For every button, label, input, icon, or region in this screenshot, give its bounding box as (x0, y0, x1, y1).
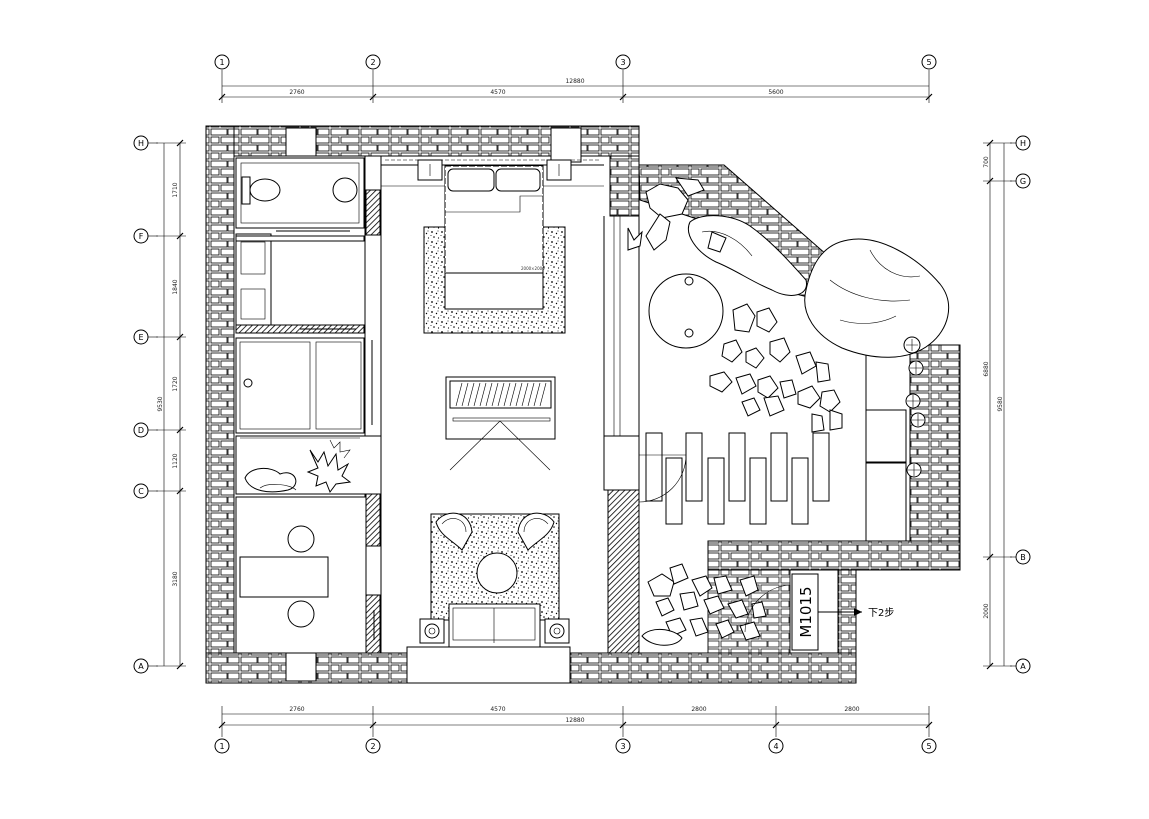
grid-bubble-H-right: H (1015, 135, 1031, 151)
grid-bubble-F-left: F (133, 228, 149, 244)
bed-tag: 2000×2000 (521, 266, 545, 271)
grid-bubble-A-right: A (1015, 658, 1031, 674)
dim-bottom-2: 4570 (490, 706, 505, 713)
armchair-right (517, 512, 555, 551)
interior-walls (364, 155, 640, 654)
round-table (648, 273, 724, 349)
courtyard: M1015 下2步 (627, 165, 950, 653)
grid-bubble-1-bottom: 1 (214, 738, 230, 754)
svg-text:H: H (1020, 139, 1026, 148)
dim-right-total: 9580 (997, 396, 1004, 411)
dim-right-3: 2000 (983, 603, 990, 618)
dimension-labels: 2760 4570 5600 12880 2760 4570 2800 2800… (157, 78, 1004, 724)
dimension-lines (148, 70, 1016, 737)
toilet-fixture (241, 176, 281, 205)
grid-bubble-C-left: C (133, 483, 149, 499)
svg-text:2: 2 (370, 58, 375, 67)
svg-text:F: F (139, 232, 144, 241)
grid-bubble-D-left: D (133, 422, 149, 438)
dim-right-1: 700 (983, 156, 990, 168)
side-lamp-right (544, 618, 570, 644)
daybed-bottom (865, 462, 907, 542)
grid-bubble-3-top: 3 (615, 54, 631, 70)
dim-left-2: 1840 (172, 279, 179, 294)
entry-garden-rocks (641, 563, 767, 646)
tv-console (445, 376, 556, 471)
bathroom-wing (233, 155, 382, 654)
grid-bubble-4-bottom: 4 (768, 738, 784, 754)
dim-bottom-4: 2800 (844, 706, 859, 713)
floor-drain (332, 177, 358, 203)
side-lamp-left (419, 618, 445, 644)
dim-left-4: 1120 (172, 453, 179, 468)
grid-bubble-B-right: B (1015, 549, 1031, 565)
svg-text:B: B (1020, 553, 1026, 562)
svg-text:5: 5 (926, 742, 931, 751)
dim-bottom-total: 12880 (565, 717, 584, 724)
svg-text:G: G (1020, 177, 1026, 186)
coffee-table (476, 552, 518, 594)
potted-plants (903, 336, 926, 478)
grid-bubble-E-left: E (133, 329, 149, 345)
dim-bottom-1: 2760 (289, 706, 304, 713)
svg-text:D: D (138, 426, 144, 435)
svg-text:1: 1 (219, 742, 224, 751)
armchair-left (435, 512, 473, 551)
svg-text:5: 5 (926, 58, 931, 67)
svg-text:1: 1 (219, 58, 224, 67)
grid-bubbles: 1 2 3 5 1 2 3 4 5 H F E D C A H G B A (133, 54, 1031, 754)
grid-bubble-G-right: G (1015, 173, 1031, 189)
svg-text:A: A (1020, 662, 1026, 671)
svg-text:3: 3 (620, 58, 625, 67)
grid-bubble-H-left: H (133, 135, 149, 151)
svg-text:H: H (138, 139, 144, 148)
large-boulder (804, 238, 950, 358)
stepping-stones (709, 303, 843, 433)
dim-left-3: 1720 (172, 376, 179, 391)
dim-bottom-3: 2800 (691, 706, 706, 713)
dim-top-total: 12880 (565, 78, 584, 85)
dim-left-1: 1710 (172, 182, 179, 197)
bedroom: 2000×2000 (417, 159, 572, 648)
svg-text:E: E (138, 333, 143, 342)
grid-bubble-1-top: 1 (214, 54, 230, 70)
double-bed: 2000×2000 (444, 165, 545, 310)
desk (239, 556, 329, 598)
grid-bubble-5-bottom: 5 (921, 738, 937, 754)
sofa (448, 603, 541, 648)
grid-bubble-3-bottom: 3 (615, 738, 631, 754)
dim-top-2: 4570 (490, 89, 505, 96)
grid-bubble-5-top: 5 (921, 54, 937, 70)
dim-top-1: 2760 (289, 89, 304, 96)
door-code-label: M1015 (797, 586, 815, 637)
dim-right-2: 6880 (983, 361, 990, 376)
svg-text:C: C (138, 487, 144, 496)
bathtub (235, 337, 365, 434)
grid-bubble-2-top: 2 (365, 54, 381, 70)
dim-left-total: 9530 (157, 396, 164, 411)
grid-bubble-A-left: A (133, 658, 149, 674)
svg-text:A: A (138, 662, 144, 671)
dim-top-3: 5600 (768, 89, 783, 96)
svg-text:2: 2 (370, 742, 375, 751)
svg-text:4: 4 (773, 742, 778, 751)
step-down-label: 下2步 (868, 607, 894, 619)
deck-planks (645, 432, 830, 525)
grid-bubble-2-bottom: 2 (365, 738, 381, 754)
dim-left-5: 3180 (172, 571, 179, 586)
svg-text:3: 3 (620, 742, 625, 751)
daybed-top (865, 409, 907, 463)
